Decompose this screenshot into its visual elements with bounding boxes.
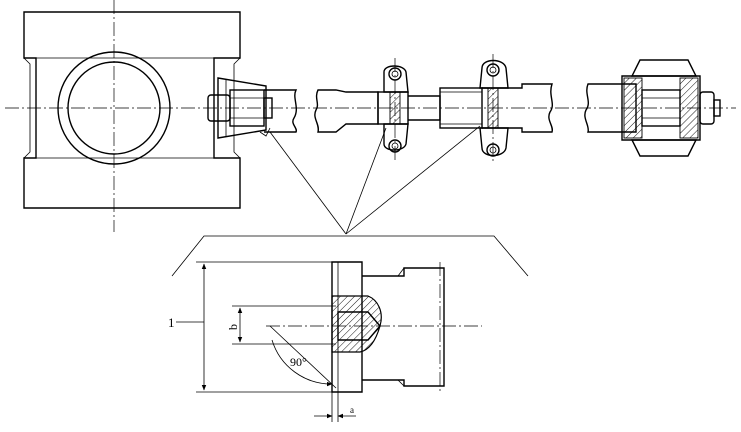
detail-view <box>266 261 482 393</box>
boring-bar <box>314 83 554 133</box>
angle-label: 90° <box>290 355 307 369</box>
leader-lines <box>269 125 481 235</box>
workpiece-housing <box>23 0 241 232</box>
dimension-a <box>314 392 356 422</box>
nut-left <box>207 89 273 127</box>
shaft-right <box>584 83 637 133</box>
dim-a-label: a <box>350 405 354 415</box>
detail-frame <box>171 235 529 277</box>
dimension-b <box>232 305 336 345</box>
bearing-housing <box>621 59 721 157</box>
dimension-1 <box>176 261 332 393</box>
callout-1-label: 1 <box>168 315 175 330</box>
clamp-1 <box>383 58 409 160</box>
angle-dimension <box>269 325 337 389</box>
shaft-left-stub <box>259 89 298 137</box>
dim-b-label: b <box>226 324 240 330</box>
clamp-2 <box>479 54 509 164</box>
taper-sleeve <box>217 77 267 139</box>
